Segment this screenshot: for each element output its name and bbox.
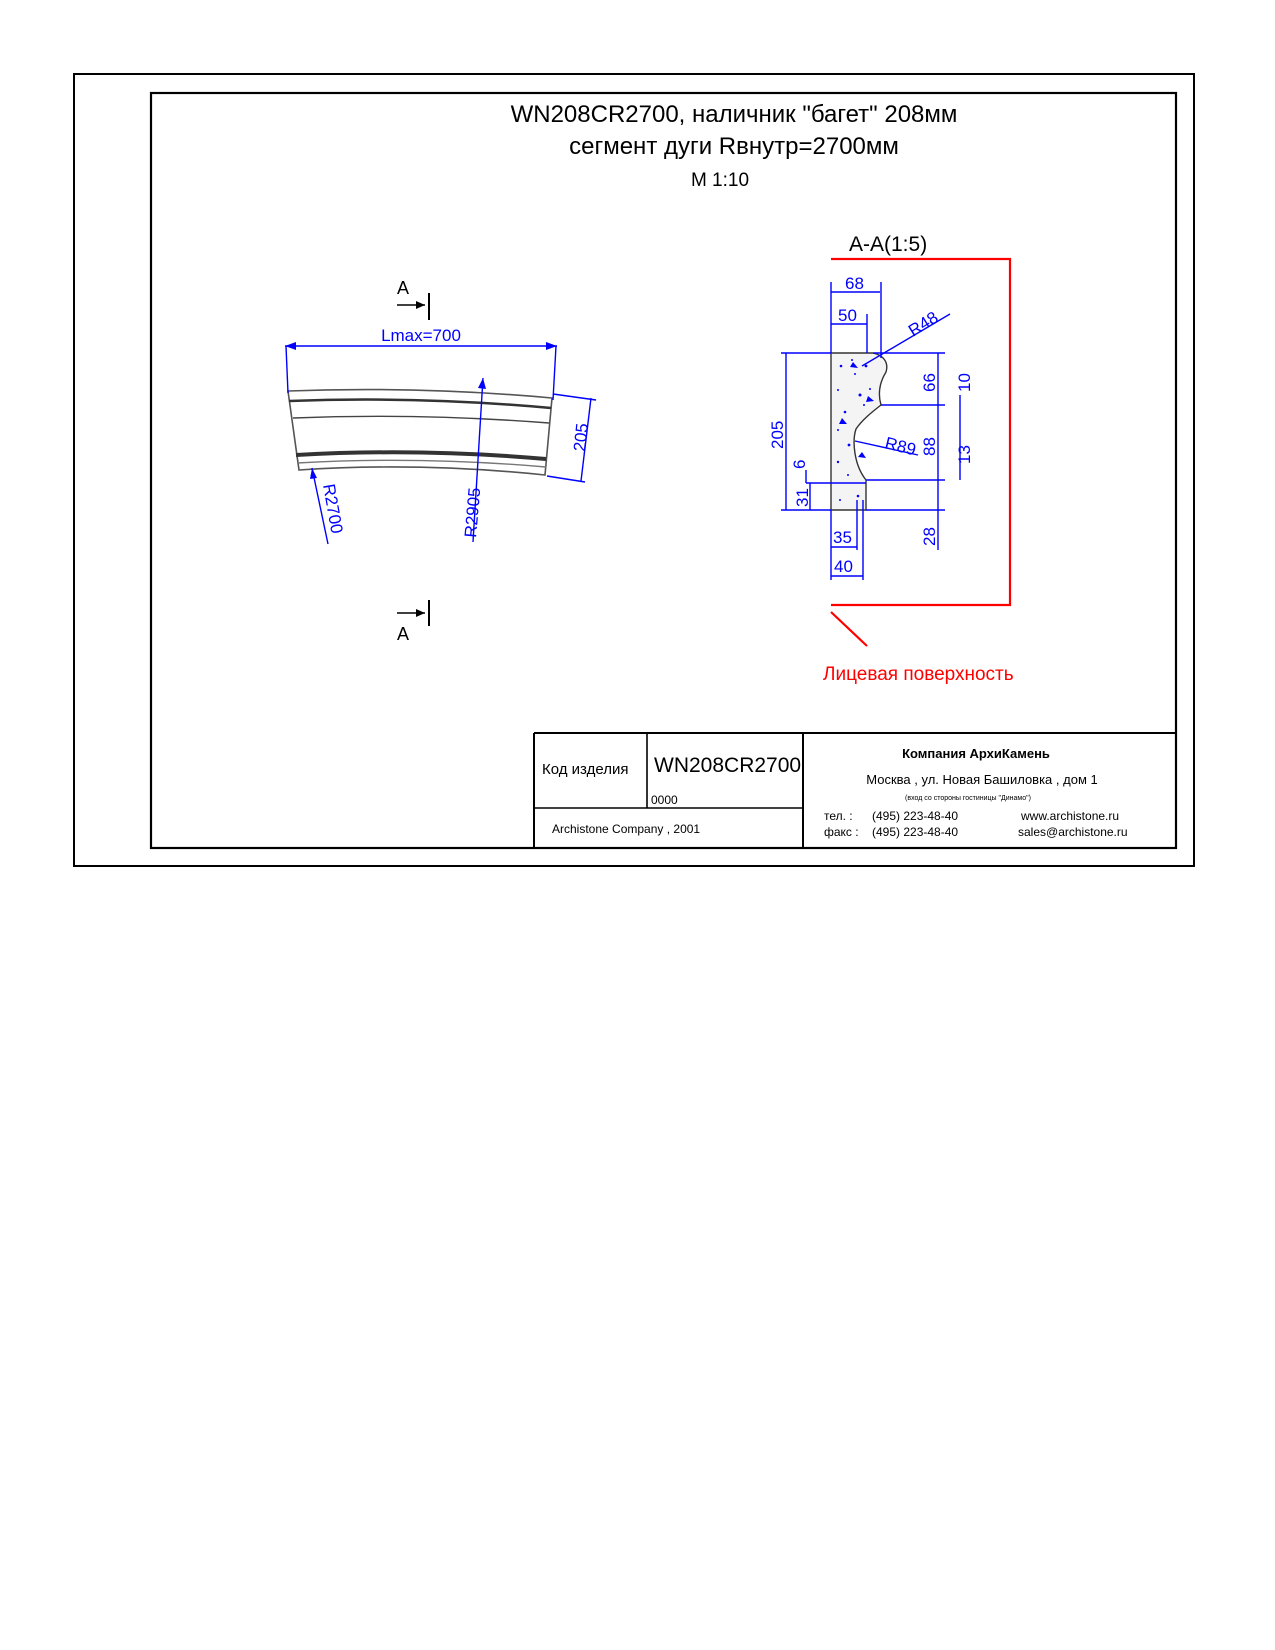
dim-68-label: 68 bbox=[845, 274, 864, 293]
elevation-view: А А Lmax=700 205 R2700 R2905 bbox=[285, 278, 597, 644]
outer-frame bbox=[73, 73, 1195, 867]
outer-radius-label: R2905 bbox=[461, 487, 484, 539]
website-link[interactable]: www.archistone.ru bbox=[1020, 809, 1119, 823]
outer-radius-arrow bbox=[478, 378, 486, 389]
inner-radius-arrow bbox=[310, 468, 317, 479]
inner-frame bbox=[149, 91, 1178, 850]
company-name: Компания АрхиКамень bbox=[902, 746, 1050, 761]
dim-40-label: 40 bbox=[834, 557, 853, 576]
inner-radius-leader bbox=[311, 467, 329, 545]
arch-profile-line-2 bbox=[292, 415, 550, 424]
company-address-note: (вход со стороны гостиницы "Динамо") bbox=[905, 795, 1031, 802]
product-code-value: WN208CR2700 bbox=[654, 754, 801, 777]
height-ext-bottom bbox=[546, 475, 586, 483]
title-line-2: сегмент дуги Rвнутр=2700мм bbox=[569, 133, 899, 160]
face-surface-leader bbox=[830, 611, 868, 647]
dim-r89-leader bbox=[854, 440, 919, 456]
height-dim-label: 205 bbox=[570, 422, 592, 452]
height-ext-top bbox=[552, 393, 597, 401]
dim-10-label: 10 bbox=[955, 373, 974, 392]
inner-radius-label: R2700 bbox=[319, 482, 346, 535]
section-arrowhead-top bbox=[416, 301, 425, 309]
phone-number: (495) 223-48-40 bbox=[872, 809, 958, 823]
section-view: А-А(1:5) Лицевая поверхность 68 50 R48 bbox=[768, 233, 1014, 685]
copyright-text: Archistone Company , 2001 bbox=[552, 822, 700, 836]
email-link[interactable]: sales@archistone.ru bbox=[1018, 825, 1128, 839]
length-dim-label: Lmax=700 bbox=[381, 326, 461, 345]
dim-205-label: 205 bbox=[768, 421, 787, 449]
length-ext-right bbox=[552, 345, 557, 401]
arch-profile-line-4 bbox=[296, 459, 547, 468]
section-arrowhead-bottom bbox=[416, 609, 425, 617]
company-address: Москва , ул. Новая Башиловка , дом 1 bbox=[866, 772, 1097, 787]
length-arrow-right bbox=[546, 342, 557, 350]
dim-88-label: 88 bbox=[920, 437, 939, 456]
dim-31-label: 31 bbox=[793, 488, 812, 507]
fax-number: (495) 223-48-40 bbox=[872, 825, 958, 839]
length-arrow-left bbox=[285, 342, 296, 350]
dim-6-label: 6 bbox=[790, 460, 809, 469]
dim-50-label: 50 bbox=[838, 306, 857, 325]
face-surface-label: Лицевая поверхность bbox=[823, 664, 1014, 685]
title-line-1: WN208CR2700, наличник "багет" 208мм bbox=[511, 101, 958, 128]
fax-label: факс : bbox=[824, 825, 859, 839]
title-block: Код изделия WN208CR2700 0000 Archistone … bbox=[533, 732, 1176, 848]
dim-35-label: 35 bbox=[833, 528, 852, 547]
product-sub-code: 0000 bbox=[651, 793, 678, 807]
concrete-hatch bbox=[836, 359, 874, 501]
phone-label: тел. : bbox=[824, 809, 853, 823]
length-ext-left bbox=[285, 345, 289, 394]
face-surface-bracket bbox=[831, 257, 1012, 607]
arch-segment-outline bbox=[287, 388, 553, 476]
outer-radius-leader bbox=[472, 377, 484, 543]
section-label: А-А(1:5) bbox=[849, 233, 927, 256]
scale-label: М 1:10 bbox=[691, 170, 749, 191]
dim-28-label: 28 bbox=[920, 527, 939, 546]
dim-r89-label: R89 bbox=[883, 433, 918, 459]
product-code-label: Код изделия bbox=[542, 761, 628, 778]
section-mark-bottom: А bbox=[397, 624, 409, 644]
arch-profile-line-1 bbox=[288, 398, 552, 410]
dim-66-label: 66 bbox=[920, 373, 939, 392]
section-mark-top: А bbox=[397, 278, 409, 298]
arch-profile-line-3 bbox=[295, 450, 547, 461]
dim-13-label: 13 bbox=[955, 445, 974, 464]
profile-section bbox=[830, 352, 888, 511]
dim-r48-leader bbox=[861, 313, 951, 367]
dim-r48-label: R48 bbox=[905, 308, 942, 341]
height-dim-line bbox=[580, 397, 592, 482]
